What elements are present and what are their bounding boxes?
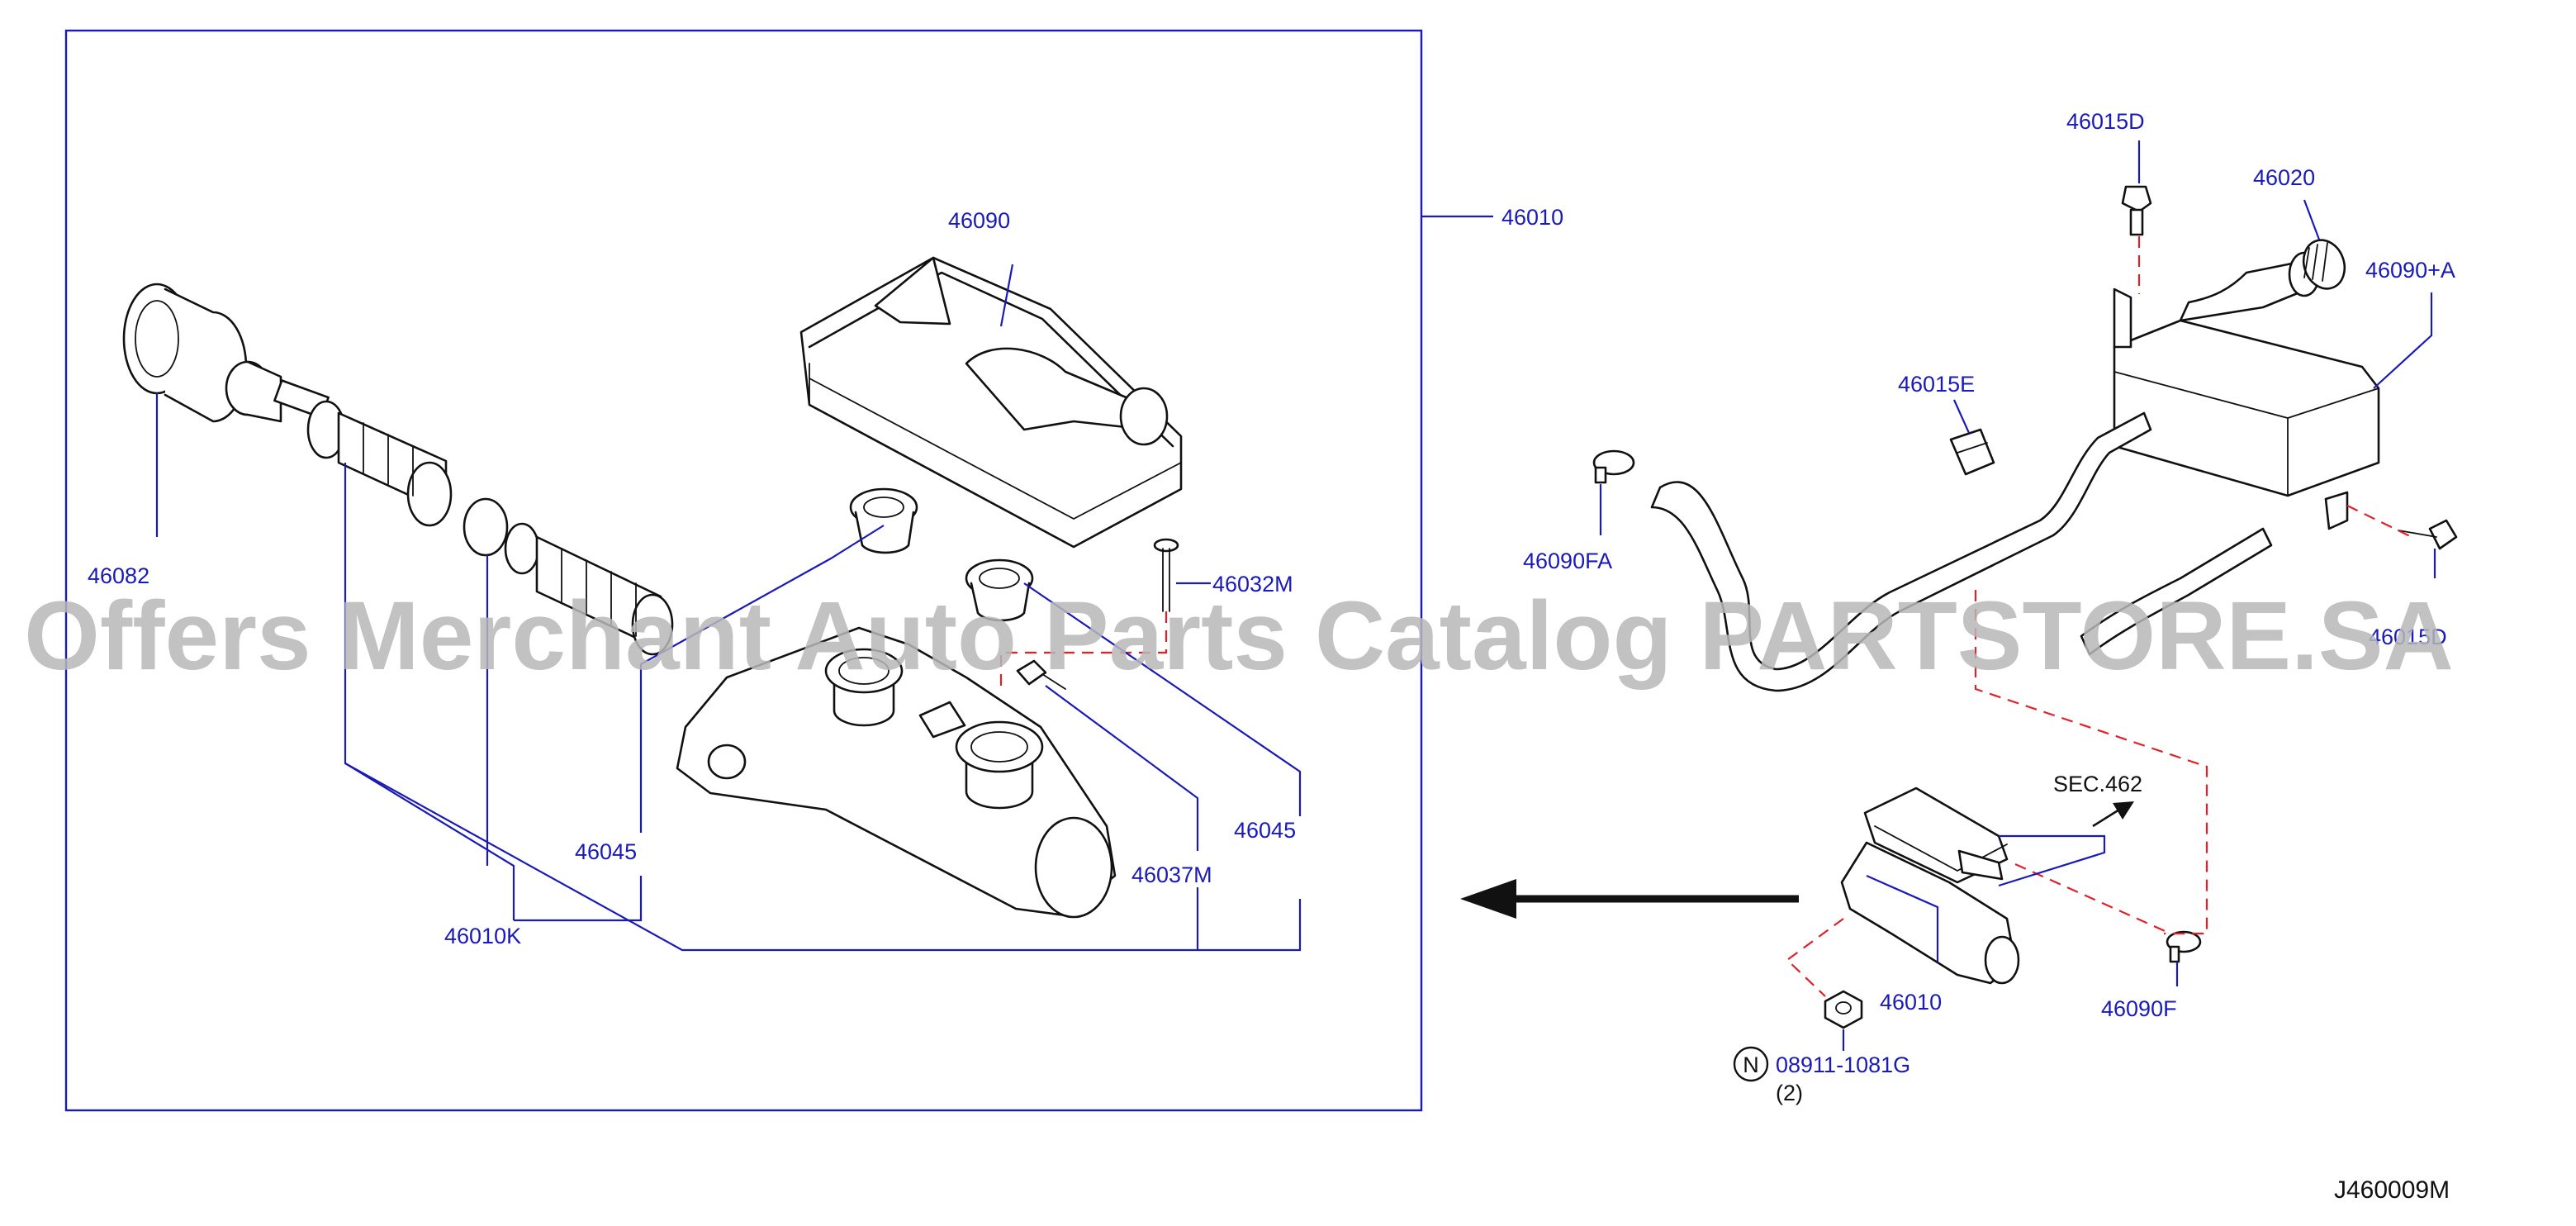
- part-labels: 46090 46010 46082 46032M 46045 46045 460…: [88, 109, 2455, 1077]
- exploded-view-frame: [64, 29, 1423, 1112]
- sec462-arrow: [2092, 801, 2134, 828]
- dashed-link-bolt-to-body: [999, 611, 1168, 686]
- label-46015E[interactable]: 46015E: [1898, 372, 1975, 397]
- label-46045-right[interactable]: 46045: [1234, 818, 1296, 843]
- part-46090A-reservoir-assy[interactable]: [2113, 251, 2380, 530]
- part-46015E-hose-clip[interactable]: [1949, 428, 1995, 476]
- watermark-text: Offers Merchant Auto Parts Catalog PARTS…: [24, 582, 2454, 691]
- part-46010-master-cylinder-installed[interactable]: [1840, 786, 2020, 985]
- label-08911-1081G[interactable]: 08911-1081G: [1776, 1053, 1910, 1077]
- label-46010K[interactable]: 46010K: [444, 924, 521, 948]
- part-46090F-hose-clamp[interactable]: [2166, 930, 2202, 963]
- part-46015D-bolt-top[interactable]: [2121, 185, 2152, 236]
- part-46090-reservoir[interactable]: [799, 256, 1183, 549]
- label-46010-installed[interactable]: 46010: [1880, 990, 1942, 1015]
- label-46090[interactable]: 46090: [948, 208, 1010, 233]
- callout-lines-right: [1599, 140, 2436, 1051]
- label-46015D-side[interactable]: 46015D: [2369, 625, 2447, 649]
- part-46010-master-cylinder-body[interactable]: [676, 626, 1117, 919]
- part-46020-reservoir-cap[interactable]: [2297, 235, 2351, 295]
- label-46010-box[interactable]: 46010: [1501, 205, 1563, 230]
- callout-lines-left: [155, 215, 1493, 952]
- label-46090F[interactable]: 46090F: [2101, 996, 2177, 1021]
- n-mark-text: N: [1743, 1053, 1759, 1077]
- part-46090FA-hose-clamp[interactable]: [1592, 449, 1635, 484]
- label-46020[interactable]: 46020: [2253, 165, 2315, 190]
- dashed-links-right: [1786, 236, 2412, 997]
- part-46015D-bolt-side[interactable]: [2398, 519, 2458, 550]
- label-46090A[interactable]: 46090+A: [2365, 258, 2455, 283]
- diagram-code: J460009M: [2334, 1176, 2450, 1204]
- part-46010K-piston-primary[interactable]: [463, 497, 674, 656]
- part-46032M-pin[interactable]: [1153, 538, 1179, 612]
- part-46045-grommet-right[interactable]: [965, 558, 1034, 622]
- part-46045-grommet-left[interactable]: [849, 487, 918, 554]
- part-46010K-piston-secondary[interactable]: [225, 360, 453, 527]
- part-supply-hose[interactable]: [1650, 411, 2273, 692]
- label-46032M[interactable]: 46032M: [1212, 572, 1293, 596]
- label-46082[interactable]: 46082: [88, 563, 149, 588]
- label-46037M[interactable]: 46037M: [1131, 862, 1212, 887]
- label-qty-2: (2): [1776, 1081, 1803, 1105]
- n-mark: N: [1733, 1046, 1769, 1082]
- view-direction-arrow: [1460, 879, 1799, 919]
- label-sec462[interactable]: SEC.462: [2053, 772, 2142, 796]
- label-46045-left[interactable]: 46045: [575, 839, 637, 864]
- part-08911-1081G-nut[interactable]: [1824, 990, 1863, 1029]
- label-46090FA[interactable]: 46090FA: [1523, 549, 1612, 573]
- part-46037M-bolt[interactable]: [1016, 659, 1066, 690]
- label-46015D-top[interactable]: 46015D: [2066, 109, 2145, 134]
